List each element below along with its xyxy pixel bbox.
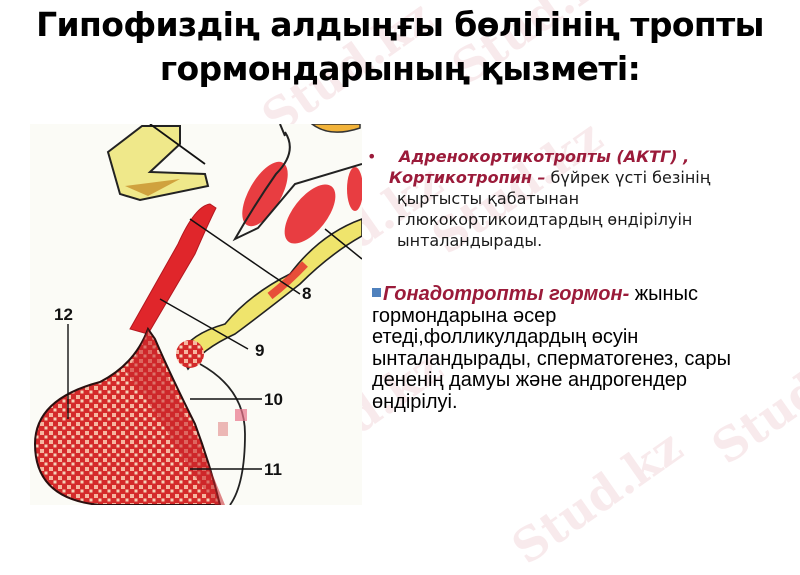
watermark: Stud.kz <box>502 419 693 575</box>
acth-text-inline: бүйрек үсті безінің <box>545 168 711 187</box>
diagram-label-9: 9 <box>255 341 264 360</box>
acth-text-line: глюкокортикоидтардың өндірілуін <box>397 210 693 229</box>
square-bullet-icon <box>372 288 381 297</box>
gonadotropic-text-line: етеді,фолликулдардың өсуін <box>372 326 639 348</box>
acth-text-line: ынталандырады. <box>397 231 543 250</box>
slide-title: Гипофиздің алдыңғы бөлігінің тропты горм… <box>0 0 800 91</box>
acth-heading-line-2: Кортикотропин – <box>389 168 546 187</box>
diagram-label-8: 8 <box>302 284 311 303</box>
title-line-2: гормондарының қызметі: <box>159 49 641 88</box>
gonadotropic-heading: Гонадотропты гормон- <box>383 283 630 305</box>
acth-heading-line-1: Адренокортикотропты (АКТГ) , <box>399 147 690 166</box>
title-line-1: Гипофиздің алдыңғы бөлігінің тропты <box>36 5 764 44</box>
diagram-label-11: 11 <box>264 460 282 479</box>
gonadotropic-text-inline: жыныс <box>629 283 698 305</box>
round-bullet-icon: • <box>367 147 377 166</box>
pituitary-diagram: 8 9 10 11 12 <box>30 123 363 506</box>
acth-text-line: қыртысты қабатынан <box>397 189 580 208</box>
gonadotropic-text-line: өндірілуі. <box>372 390 458 413</box>
bullet-acth: • Адренокортикотропты (АКТГ) , Кортикотр… <box>367 146 797 251</box>
diagram-label-10: 10 <box>264 390 283 409</box>
gonadotropic-text-line: ынталандырады, сперматогенез, сары <box>372 347 731 370</box>
bullet-gonadotropic: Гонадотропты гормон- жыныс гормондарына … <box>372 283 800 413</box>
gonadotropic-text-line: дененің дамуы және андрогендер <box>372 369 687 391</box>
diagram-label-12: 12 <box>54 305 73 324</box>
gonadotropic-text-line: гормондарына әсер <box>372 304 557 327</box>
